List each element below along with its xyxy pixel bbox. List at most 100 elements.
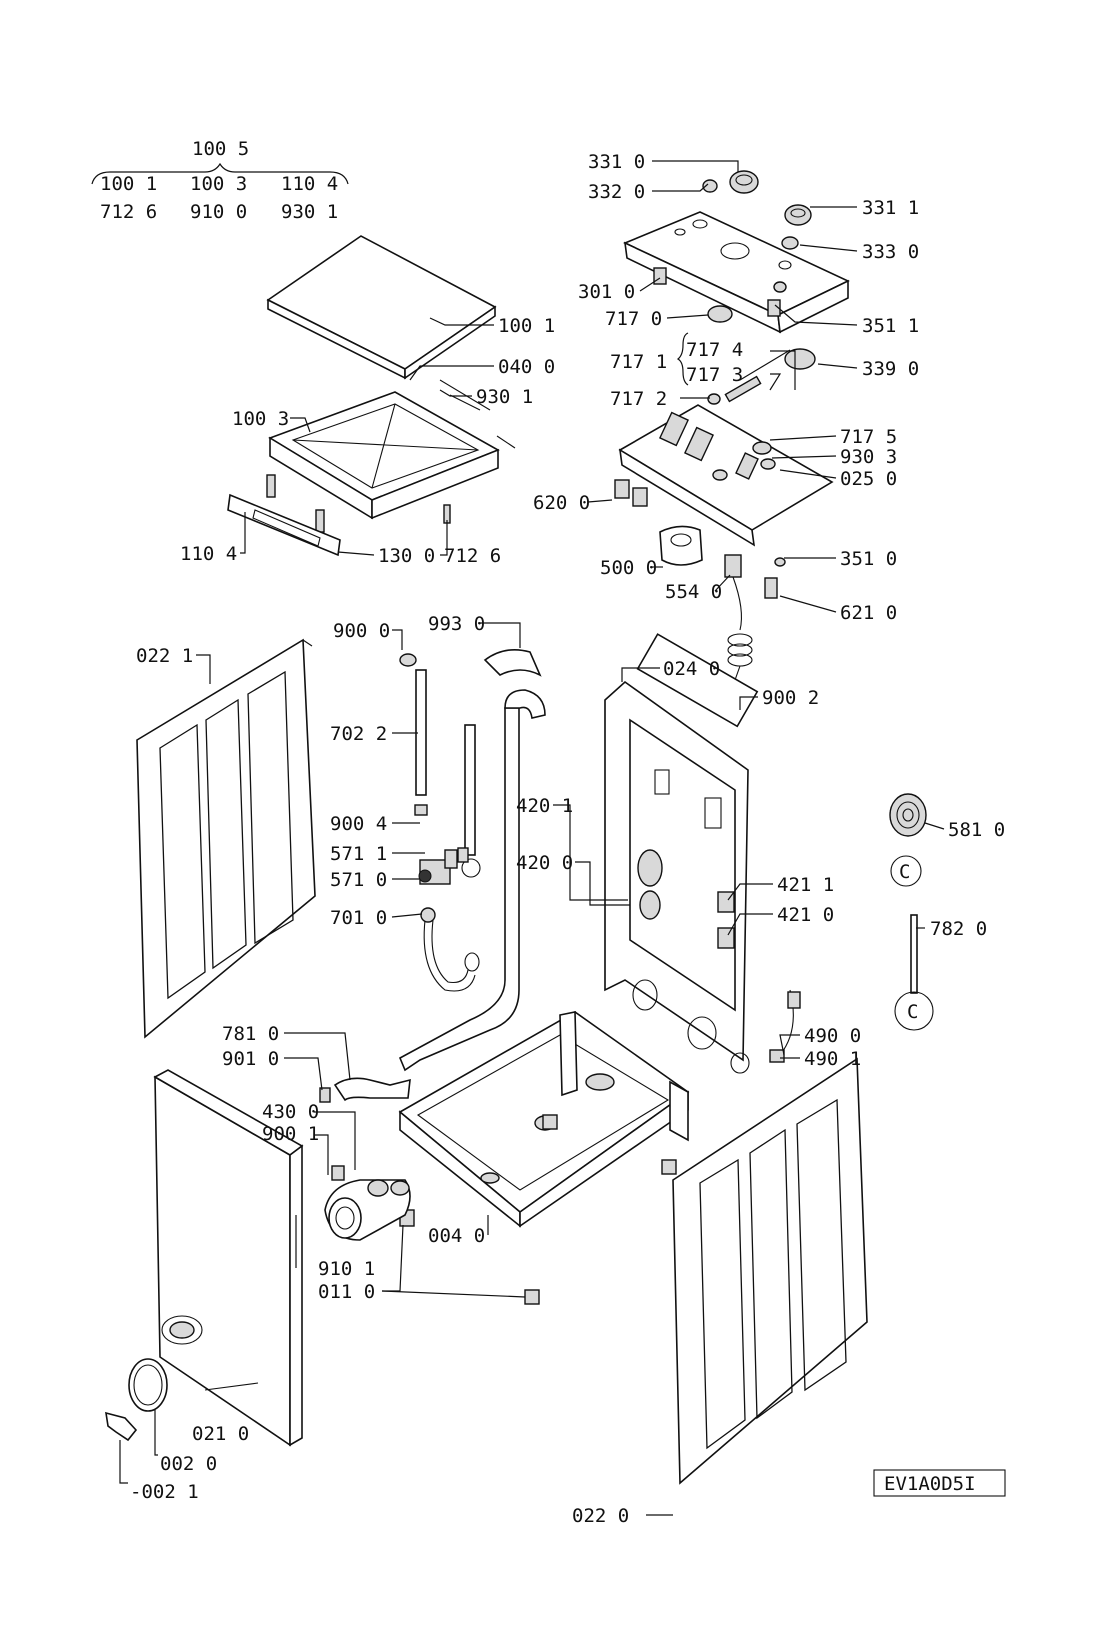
- part-label: 901 0: [222, 1048, 279, 1070]
- part-label: 571 0: [330, 869, 387, 891]
- kit-row2-item: 712 6: [100, 201, 157, 223]
- button-part: [781, 236, 799, 250]
- kit-row2-item: 930 1: [281, 201, 338, 223]
- right-side-panel-part: [672, 1057, 868, 1485]
- callout-letter: C: [907, 1001, 918, 1023]
- drawing-code: EV1A0D5I: [884, 1473, 976, 1495]
- part-label: 332 0: [588, 181, 645, 203]
- part-label: 781 0: [222, 1023, 279, 1045]
- inlet-valve-part: [418, 847, 469, 885]
- knob-part: [784, 204, 812, 226]
- spring-part: [773, 281, 787, 293]
- front-trim-part: [227, 493, 341, 557]
- part-label: 717 2: [610, 388, 667, 410]
- part-label: 025 0: [840, 468, 897, 490]
- part-label: 701 0: [330, 907, 387, 929]
- switch-part: [632, 487, 648, 507]
- part-label: 011 0: [318, 1281, 375, 1303]
- kit-header: 100 5 100 1 100 3 110 4 712 6 910 0 930 …: [91, 138, 349, 223]
- part-label: 900 2: [762, 687, 819, 709]
- power-cord-part: [769, 989, 801, 1063]
- front-panel-part: [153, 1069, 304, 1447]
- rod-part: [910, 914, 918, 994]
- clip-part: [707, 305, 733, 323]
- part-label: 100 3: [232, 408, 289, 430]
- part-label: 621 0: [840, 602, 897, 624]
- part-label: 430 0: [262, 1101, 319, 1123]
- part-label: 900 0: [333, 620, 390, 642]
- foot-part: [542, 1114, 558, 1130]
- part-label: 100 1: [498, 315, 555, 337]
- hose-part: [461, 724, 481, 878]
- filter-door-part: [105, 1411, 138, 1442]
- part-label: 554 0: [665, 581, 722, 603]
- drain-hose-end-part: [319, 1077, 411, 1103]
- part-labels: 331 0 332 0 331 1 333 0 301 0 717 0 351 …: [130, 151, 1005, 1527]
- knob-insert-part: [784, 348, 816, 370]
- screw-part: [774, 557, 786, 567]
- part-label: 571 1: [330, 843, 387, 865]
- part-label: 130 0: [378, 545, 435, 567]
- part-label: 333 0: [862, 241, 919, 263]
- part-label: 420 1: [516, 795, 573, 817]
- callout-letter: C: [899, 861, 910, 883]
- button-part: [702, 179, 718, 193]
- part-label: 717 5: [840, 426, 897, 448]
- part-label: 331 0: [588, 151, 645, 173]
- callout-circle: [894, 991, 934, 1031]
- part-label: 702 2: [330, 723, 387, 745]
- part-label: 717 1: [610, 351, 667, 373]
- filter-cover-part: [128, 1358, 168, 1412]
- part-label: 022 0: [572, 1505, 629, 1527]
- part-label: -002 1: [130, 1481, 199, 1503]
- knob-part: [729, 170, 759, 194]
- filter-part: [764, 577, 778, 599]
- part-label: 024 0: [663, 658, 720, 680]
- part-label: 900 4: [330, 813, 387, 835]
- kit-row2-item: 910 0: [190, 201, 247, 223]
- part-label: 930 1: [476, 386, 533, 408]
- part-label: 490 0: [804, 1025, 861, 1047]
- part-label: 420 0: [516, 852, 573, 874]
- part-label: 500 0: [600, 557, 657, 579]
- part-label: 782 0: [930, 918, 987, 940]
- rear-panel-part: [604, 633, 759, 1074]
- kit-header-code: 100 5: [192, 138, 249, 160]
- control-console-part: [623, 211, 850, 334]
- selector-part: [659, 525, 703, 566]
- motor-brush-part: [889, 793, 927, 837]
- part-label: 717 0: [605, 308, 662, 330]
- part-label: 331 1: [862, 197, 919, 219]
- part-label: 900 1: [262, 1123, 319, 1145]
- foot-part: [524, 1289, 540, 1305]
- part-label: 717 3: [686, 364, 743, 386]
- kit-brace: [91, 162, 349, 185]
- part-label: 301 0: [578, 281, 635, 303]
- part-label: 022 1: [136, 645, 193, 667]
- part-label: 351 1: [862, 315, 919, 337]
- top-lid-part: [266, 235, 497, 380]
- top-frame-part: [266, 379, 516, 533]
- part-label: 339 0: [862, 358, 919, 380]
- left-side-panel-part: [136, 638, 316, 1039]
- drain-hose-part: [398, 649, 546, 1072]
- part-label: 993 0: [428, 613, 485, 635]
- kit-row1-item: 100 1: [100, 173, 157, 195]
- part-label: 490 1: [804, 1048, 861, 1070]
- part-label: 910 1: [318, 1258, 375, 1280]
- part-label: 930 3: [840, 446, 897, 468]
- foot-part: [661, 1159, 677, 1175]
- leader-lines: [119, 160, 945, 1516]
- part-label: 421 1: [777, 874, 834, 896]
- part-label: 712 6: [444, 545, 501, 567]
- part-label: 421 0: [777, 904, 834, 926]
- part-label: 021 0: [192, 1423, 249, 1445]
- kit-row1-item: 110 4: [281, 173, 338, 195]
- part-label: 717 4: [686, 339, 743, 361]
- part-label: 351 0: [840, 548, 897, 570]
- part-label: 581 0: [948, 819, 1005, 841]
- kit-row1-item: 100 3: [190, 173, 247, 195]
- control-board-part: [618, 349, 834, 547]
- part-label: 620 0: [533, 492, 590, 514]
